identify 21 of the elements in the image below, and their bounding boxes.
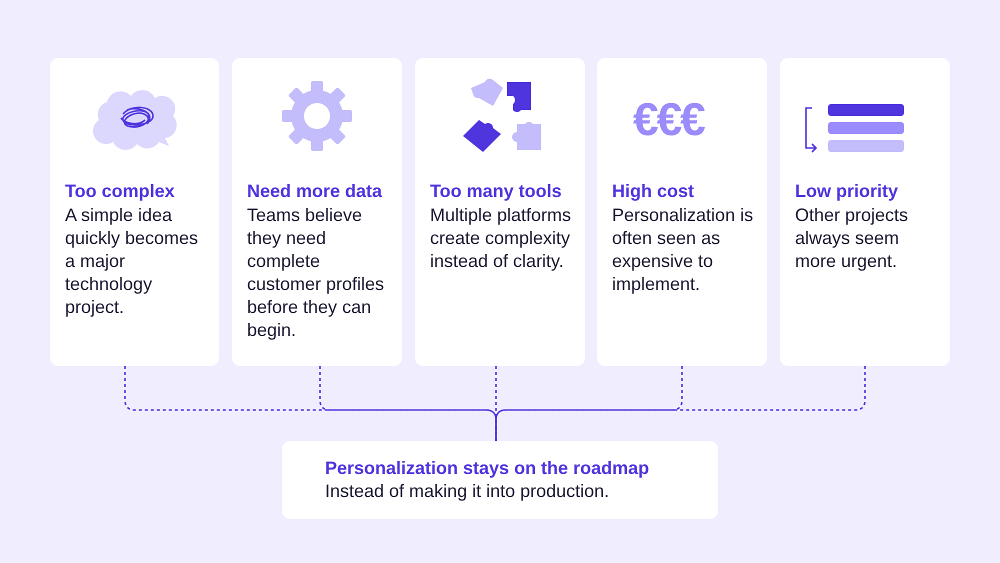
reason-card [597, 58, 767, 366]
reason-heading: High cost [612, 180, 696, 203]
euro-signs-icon: €€€ [633, 92, 704, 146]
reason-text: Other projects always seem more urgent. [795, 204, 910, 273]
reason-text: A simple idea quickly becomes a major technology project. [65, 204, 200, 319]
reason-heading: Need more data [247, 180, 384, 203]
result-heading: Personalization stays on the roadmap [325, 457, 650, 480]
dotted-connector [495, 366, 683, 441]
reason-text: Teams believe they need complete customer profiles before they can begin. [247, 204, 386, 342]
reason-heading: Low priority [795, 180, 899, 203]
result-text: Instead of making it into production. [325, 480, 610, 503]
reason-heading: Too many tools [430, 180, 563, 203]
reason-heading: Too complex [65, 180, 176, 203]
reason-text: Multiple platforms create complexity instead of clarity. [430, 204, 572, 273]
reason-card [50, 58, 219, 366]
reason-card [780, 58, 950, 366]
result-card [282, 441, 718, 519]
reason-card [232, 58, 402, 366]
reason-text: Personalization is often seen as expensive to implement. [612, 204, 754, 296]
reason-card [415, 58, 585, 366]
dotted-connector [495, 366, 866, 441]
